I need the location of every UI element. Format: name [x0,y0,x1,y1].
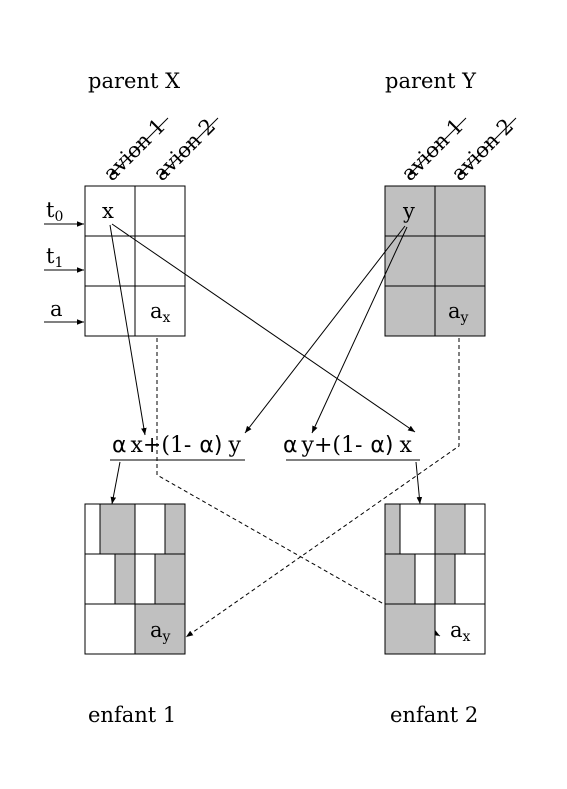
parent-y-column-2-leader [457,117,517,177]
row-labels: t0 t1 a [44,198,84,325]
arrow-x-to-formula-2 [111,223,416,433]
parent-x-cell-x: x [102,199,114,223]
parent-x-title: parent X [88,69,180,93]
row-label-a: a [50,297,63,321]
arrow-y-to-formula-1 [244,225,406,434]
child-1-title: enfant 1 [88,703,176,727]
row-label-t0: t0 [46,198,63,225]
parent-y-cell-a: ay [448,299,469,326]
arrow-formula-1-to-child-1 [110,461,121,505]
arrow-formula-2-to-child-2 [415,461,423,505]
parent-y-cell-y: y [402,199,415,223]
child-1-cell-a: ay [150,618,171,645]
parent-x-column-2-leader [159,117,219,177]
arrow-y-to-formula-2 [311,226,408,434]
row-label-t1: t1 [46,244,63,271]
parent-y-title: parent Y [385,69,477,93]
child-2-grid: ax [384,503,486,655]
dashed-ay-to-child-1 [185,338,460,638]
dashed-ax-to-child-2 [156,338,441,637]
parent-x-column-1-leader [109,117,169,177]
parent-y-grid: y ay [384,185,486,337]
parent-x-column-headers: avion 1 avion 2 [99,114,221,186]
parent-x-cell-a: ax [150,299,171,326]
svg-text:αx+(1-α)y: αx+(1-α)y [112,433,241,458]
parent-x-grid: x ax [84,185,186,337]
child-2-title: enfant 2 [390,703,478,727]
svg-text:αy+(1-α)x: αy+(1-α)x [283,433,413,458]
arrow-x-to-formula-1 [109,224,147,436]
crossover-arrows [109,223,423,505]
parent-y-column-headers: avion 1 avion 2 [397,114,519,186]
child-1-grid: ay [84,503,186,655]
child-2-cell-a: ax [450,618,471,645]
dashed-a-arrows [156,338,460,638]
parent-y-column-1-leader [407,117,467,177]
